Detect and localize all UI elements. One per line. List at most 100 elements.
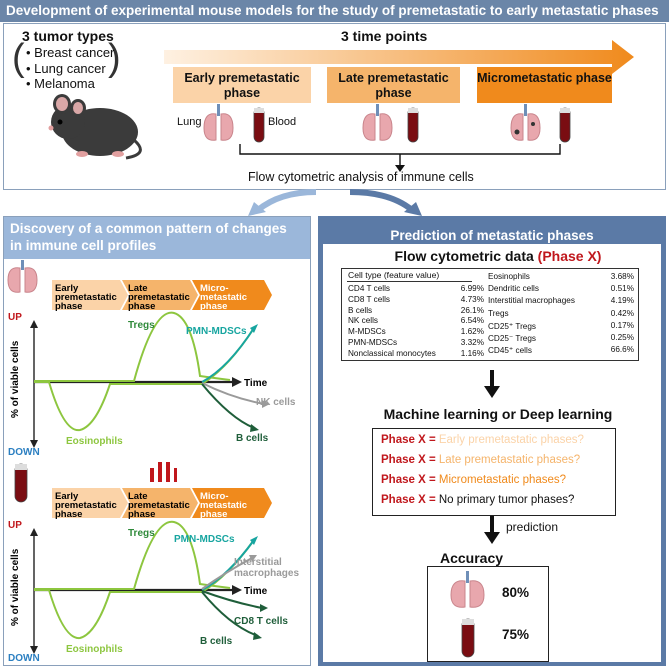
svg-text:metastatic: metastatic bbox=[200, 292, 247, 303]
cell-value: 0.25% bbox=[610, 333, 634, 342]
cell-value: 6.99% bbox=[460, 284, 484, 293]
prediction-label: prediction bbox=[506, 520, 559, 534]
svg-text:DOWN: DOWN bbox=[8, 653, 40, 664]
blood-tube-icon bbox=[461, 618, 475, 658]
cell-value: 66.6% bbox=[610, 345, 634, 355]
lung-metastasis-icon bbox=[510, 104, 541, 141]
phase-early-label: Early bbox=[55, 283, 79, 294]
cell-value: 26.1% bbox=[460, 305, 484, 315]
svg-text:phase: phase bbox=[200, 509, 227, 520]
table-row: Interstitial macrophages 4.19% bbox=[488, 296, 634, 305]
tumor-types-title: 3 tumor types bbox=[22, 28, 114, 44]
tumor-item: • Melanoma bbox=[26, 76, 95, 91]
flow-data-title: Flow cytometric data (Phase X) bbox=[394, 248, 602, 264]
b-label: B cells bbox=[236, 433, 269, 444]
cell-name: Nonclassical monocytes bbox=[348, 348, 436, 358]
cell-value: 6.54% bbox=[460, 316, 484, 326]
cell-name: CD4 T cells bbox=[348, 284, 391, 293]
svg-text:PMN-MDSCs: PMN-MDSCs bbox=[174, 534, 235, 545]
table-row: CD4 T cells 6.99% bbox=[348, 284, 484, 293]
blood-accuracy: 75% bbox=[502, 627, 530, 642]
up-label: UP bbox=[8, 312, 22, 323]
svg-text:premetastatic: premetastatic bbox=[55, 500, 117, 511]
svg-text:premetastatic: premetastatic bbox=[128, 292, 190, 303]
analysis-bracket bbox=[239, 144, 561, 172]
cell-value: 3.32% bbox=[460, 338, 484, 347]
ml-title: Machine learning or Deep learning bbox=[383, 406, 613, 422]
right-panel-title: Prediction of metastatic phases bbox=[390, 228, 594, 243]
tumor-item: • Breast cancer bbox=[26, 45, 115, 60]
phase-option: Phase X = Micrometastatic phases? bbox=[381, 474, 567, 486]
svg-text:UP: UP bbox=[8, 520, 22, 531]
lung-accuracy: 80% bbox=[502, 585, 530, 600]
b-cells-curve bbox=[201, 383, 255, 429]
svg-text:Micro-: Micro- bbox=[200, 491, 229, 502]
immune-trend-chart-blood: Early premetastatic phase Late premetast… bbox=[8, 463, 299, 664]
tumor-list: • Breast cancer • Lung cancer • Melanoma bbox=[26, 45, 114, 92]
cell-value: 4.19% bbox=[610, 296, 634, 306]
flow-analysis-label: Flow cytometric analysis of immune cells bbox=[248, 170, 474, 184]
svg-text:Tregs: Tregs bbox=[128, 528, 155, 539]
cell-name: PMN-MDSCs bbox=[348, 338, 398, 347]
top-banner-title: Development of experimental mouse models… bbox=[0, 0, 669, 22]
table-row: NK cells 6.54% bbox=[348, 316, 484, 325]
table-row: PMN-MDSCs 3.32% bbox=[348, 338, 484, 347]
cell-name: M-MDSCs bbox=[348, 327, 386, 337]
down-label: DOWN bbox=[8, 447, 40, 458]
blood-tube-icon bbox=[407, 107, 419, 143]
cell-name: Tregs bbox=[488, 308, 509, 318]
phase-box-micro: Micrometastatic phase bbox=[477, 67, 612, 103]
svg-text:premetastatic: premetastatic bbox=[55, 292, 117, 303]
nk-label: NK cells bbox=[256, 397, 296, 408]
phase-box-late: Late premetastatic phase bbox=[327, 67, 460, 103]
lung-icon bbox=[7, 260, 38, 293]
time-label: Time bbox=[244, 378, 268, 389]
svg-text:phase: phase bbox=[128, 509, 155, 520]
organs-row bbox=[203, 104, 571, 143]
pmn-mdscs-curve bbox=[201, 327, 255, 383]
svg-text:Eosinophils: Eosinophils bbox=[66, 644, 123, 655]
table-row: CD25⁻ Tregs 0.25% bbox=[488, 333, 634, 343]
accuracy-title: Accuracy bbox=[440, 550, 504, 566]
cell-name: CD25⁻ Tregs bbox=[488, 334, 537, 343]
cell-value: 0.51% bbox=[610, 284, 634, 294]
svg-text:premetastatic: premetastatic bbox=[128, 500, 190, 511]
left-paren: ( bbox=[12, 37, 25, 79]
cell-name: NK cells bbox=[348, 316, 379, 326]
svg-text:phase: phase bbox=[55, 301, 82, 312]
svg-text:Late: Late bbox=[128, 491, 148, 502]
cell-value: 0.17% bbox=[610, 320, 634, 330]
phase-bar-micro bbox=[192, 280, 272, 310]
blood-tube-icon bbox=[14, 463, 28, 503]
phase-options-box: Phase X = Early premetastatic phases? Ph… bbox=[372, 428, 616, 516]
svg-text:Interstitial: Interstitial bbox=[234, 557, 282, 568]
immune-trend-chart-lung: Early premetastatic phase Late premetast… bbox=[7, 260, 296, 458]
svg-text:phase: phase bbox=[128, 301, 155, 312]
svg-text:Time: Time bbox=[244, 586, 268, 597]
lung-icon bbox=[203, 104, 234, 141]
blood-tube-icon bbox=[559, 107, 571, 143]
cell-value: 1.16% bbox=[460, 348, 484, 358]
accuracy-box: 80% 75% bbox=[427, 566, 549, 662]
phase-micro-label: Micro- bbox=[200, 283, 229, 294]
lung-label: Lung bbox=[177, 116, 202, 128]
cell-value: 4.73% bbox=[460, 294, 484, 304]
lung-icon bbox=[362, 104, 393, 141]
tumor-item: • Lung cancer bbox=[26, 60, 106, 76]
phase-late-label: Late bbox=[128, 283, 148, 294]
y-axis-label: % of viable cells bbox=[10, 340, 21, 418]
right-paren: ) bbox=[108, 37, 121, 79]
phase-bar-early bbox=[52, 280, 128, 310]
tregs-label: Tregs bbox=[128, 320, 155, 331]
blood-tube-icon bbox=[253, 107, 265, 143]
eos-label: Eosinophils bbox=[66, 436, 123, 447]
svg-text:phase: phase bbox=[55, 509, 82, 520]
split-arrows bbox=[248, 189, 422, 216]
cell-value: 3.68% bbox=[610, 272, 634, 281]
svg-text:metastatic: metastatic bbox=[200, 500, 247, 511]
cell-name: Interstitial macrophages bbox=[488, 296, 575, 306]
